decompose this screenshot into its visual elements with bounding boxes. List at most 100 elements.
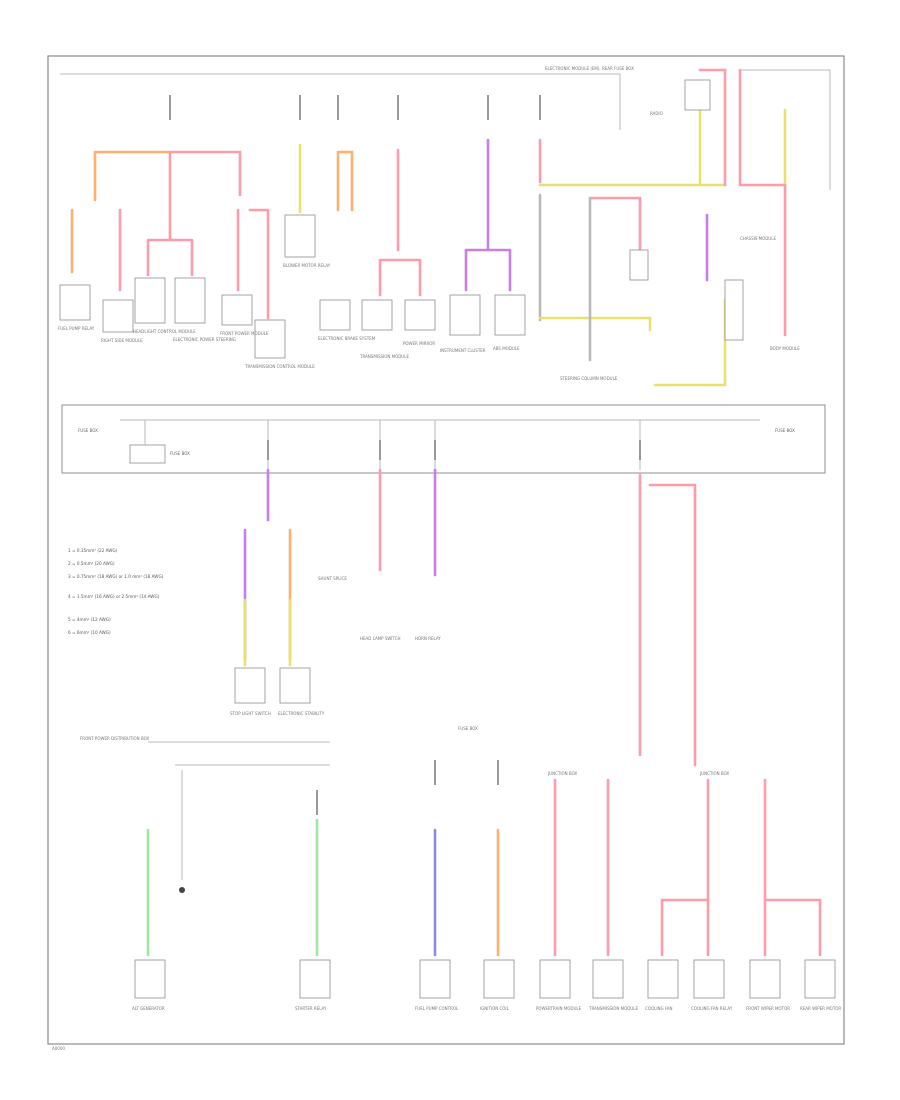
bottom-section: FRONT POWER DISTRIBUTION BOX FUSE BOX JU… — [80, 726, 841, 1011]
ground-point — [179, 887, 185, 893]
top-component — [404, 299, 436, 331]
component-label: POWERTRAIN MODULE — [536, 1006, 582, 1011]
component-label: COOLING FAN — [645, 1006, 673, 1011]
wire-red-10 — [588, 196, 642, 252]
component-label: RADIO — [650, 111, 663, 116]
top-component — [361, 299, 393, 331]
component-label: FRONT POWER MODULE — [220, 331, 269, 336]
top-unit-label: ELECTRONIC MODULE (EM), REAR FUSE BOX — [545, 66, 634, 71]
component-label: HEADLIGHT CONTROL MODULE — [133, 329, 196, 334]
top-right-outline — [740, 69, 831, 190]
component-label: STARTER RELAY — [295, 1006, 327, 1011]
component-label: ABS MODULE — [493, 346, 520, 351]
top-labels: FUEL PUMP RELAY RIGHT SIDE MODULE HEADLI… — [58, 111, 800, 381]
top-component — [724, 279, 744, 341]
bus-label-relay: FUSE BOX — [170, 451, 190, 456]
bus-section: FUSE BOX FUSE BOX FUSE BOX — [61, 404, 826, 474]
mid-component — [279, 667, 311, 704]
jbox-left-label: JUNCTION BOX — [547, 771, 577, 776]
component-label: POWER MIRROR — [403, 341, 435, 346]
bottom-component — [592, 959, 624, 999]
component-label: FUEL PUMP RELAY — [58, 326, 95, 331]
diagram-id: A0000 — [52, 1046, 65, 1051]
wire-purple-2 — [464, 248, 512, 292]
bottom-source-label: FRONT POWER DISTRIBUTION BOX — [80, 736, 150, 741]
top-component — [284, 214, 316, 258]
top-component — [221, 294, 253, 326]
component-label: FRONT WIPER MOTOR — [746, 1006, 790, 1011]
legend-row: 4 = 1.5mm² (16 AWG) or 2.5mm² (14 AWG) — [68, 594, 160, 599]
bottom-component — [419, 959, 451, 999]
component-label: ELECTRONIC BRAKE SYSTEM — [318, 336, 376, 341]
component-label: TRANSMISSION MODULE — [359, 354, 409, 359]
bus-label-left: FUSE BOX — [78, 428, 98, 433]
top-component — [102, 299, 134, 333]
wire-yellow-6 — [653, 298, 727, 387]
top-component — [254, 319, 286, 359]
top-component — [684, 79, 711, 111]
wire-red-4 — [146, 238, 194, 277]
component-label: ELECTRONIC POWER STEERING — [173, 337, 236, 342]
bottom-component — [134, 959, 166, 999]
wire-red-21 — [763, 778, 822, 957]
component-label: STOP LIGHT SWITCH — [230, 711, 271, 716]
top-section: ELECTRONIC MODULE (EM), REAR FUSE BOX — [58, 66, 831, 387]
component-label: IGNITION COIL — [480, 1006, 510, 1011]
top-component — [629, 249, 649, 281]
top-component — [174, 277, 206, 324]
component-label: COOLING FAN RELAY — [691, 1006, 733, 1011]
fuse-ticks — [169, 95, 641, 815]
bottom-component — [749, 959, 781, 999]
component-label: CHASSIS MODULE — [740, 236, 776, 241]
wire-red-6 — [248, 208, 270, 320]
bottom-components — [134, 959, 836, 999]
wire-red-8 — [378, 258, 422, 297]
component-label: FUEL PUMP CONTROL — [415, 1006, 459, 1011]
bus-label-right: FUSE BOX — [775, 428, 795, 433]
bus-relay — [129, 444, 166, 464]
component-label: ALT GENERATOR — [132, 1006, 165, 1011]
wire-yellow-3 — [538, 316, 652, 332]
bottom-component — [647, 959, 679, 999]
top-component — [494, 294, 526, 336]
wire-red-19 — [660, 898, 710, 957]
wire-orange-4 — [336, 150, 354, 212]
wire-red-12 — [738, 68, 787, 187]
component-label: HEAD LAMP SWITCH — [360, 636, 401, 641]
component-label: BODY MODULE — [770, 346, 800, 351]
legend-row: 2 = 0.5mm² (20 AWG) — [68, 561, 115, 566]
shunt-label: SHUNT SPLICE — [318, 576, 347, 581]
component-label: TRANSMISSION CONTROL MODULE — [244, 364, 315, 369]
fuse-box-bus — [61, 404, 826, 474]
top-component — [134, 277, 166, 324]
bottom-fuse-label: FUSE BOX — [458, 726, 478, 731]
legend-row: 6 = 6mm² (10 AWG) — [68, 630, 111, 635]
diagram-frame — [47, 55, 845, 1045]
mid-component — [234, 667, 266, 704]
bottom-labels: ALT GENERATOR STARTER RELAY FUEL PUMP CO… — [132, 1006, 841, 1011]
component-label: BLOWER MOTOR RELAY — [283, 263, 331, 268]
legend-row: 1 = 0.35mm² (22 AWG) — [68, 548, 118, 553]
bottom-component — [299, 959, 331, 999]
component-label: HORN RELAY — [415, 636, 441, 641]
component-label: INSTRUMENT CLUSTER — [440, 348, 486, 353]
wire-yellow-7 — [243, 598, 292, 667]
bottom-component — [483, 959, 515, 999]
wire-red-1 — [168, 150, 242, 197]
bottom-component — [693, 959, 725, 999]
bottom-component — [539, 959, 571, 999]
top-component — [449, 294, 481, 336]
bottom-component — [804, 959, 836, 999]
component-label: TRANSMISSION MODULE — [588, 1006, 638, 1011]
component-label: STEERING COLUMN MODULE — [560, 376, 618, 381]
component-label: RIGHT SIDE MODULE — [101, 338, 143, 343]
jbox-right-label: JUNCTION BOX — [699, 771, 729, 776]
top-component — [319, 299, 351, 331]
component-label: REAR WIPER MOTOR — [800, 1006, 841, 1011]
middle-section: STOP LIGHT SWITCH ELECTRONIC STABILITY H… — [68, 468, 697, 767]
legend-row: 5 = 4mm² (12 AWG) — [68, 617, 111, 622]
bottom-bus-line — [148, 741, 330, 766]
top-unit-outline — [60, 73, 621, 130]
wire-red-16 — [648, 483, 697, 767]
